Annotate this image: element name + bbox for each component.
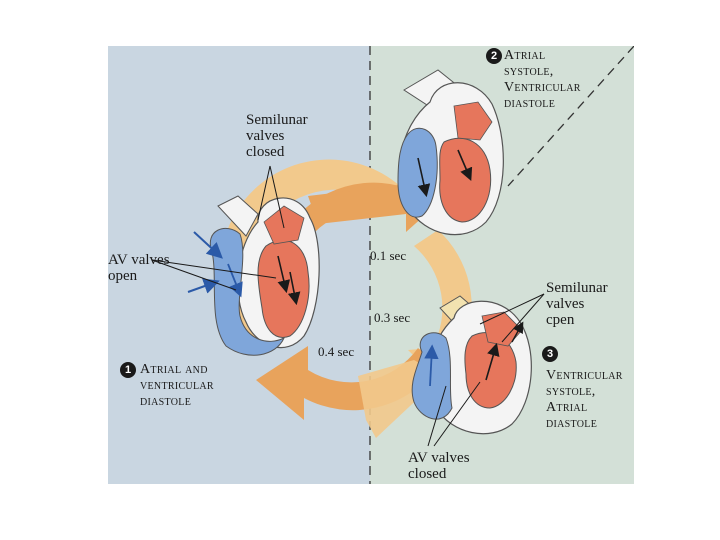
cardiac-cycle-diagram (108, 45, 635, 484)
time-label-0-4: 0.4 sec (318, 344, 355, 359)
heart-phase3 (411, 295, 532, 435)
time-label-0-1: 0.1 sec (370, 248, 407, 263)
leader-av-open-2 (151, 259, 277, 279)
leader-av-closed-2 (433, 381, 481, 447)
phase3-title: Ventricular systole, Atrial diastole (546, 368, 623, 431)
leader-av-open (151, 259, 237, 291)
leader-semilunar-open-2 (501, 293, 545, 343)
label-av-closed: AV valves closed (408, 450, 470, 482)
label-semilunar-open: Semilunar valves cpen (546, 280, 608, 328)
phase2-title: Atrial systole, Ventricular diastole (504, 48, 581, 111)
cardiac-cycle-figure: 2 Atrial systole, Ventricular diastole S… (108, 45, 635, 484)
leader-semilunar-open (479, 293, 545, 325)
leader-semilunar-closed (257, 165, 271, 221)
diagonal-dashed-divider (507, 45, 635, 187)
heart-phase1 (187, 195, 320, 356)
time-label-0-3: 0.3 sec (374, 310, 411, 325)
label-semilunar-closed: Semilunar valves closed (246, 112, 308, 160)
phase1-title: Atrial and ventricular diastole (140, 362, 214, 409)
phase1-number-badge: 1 (120, 362, 136, 378)
phase3-number-badge: 3 (542, 346, 558, 362)
phase2-number-badge: 2 (486, 48, 502, 64)
leader-av-closed (427, 385, 447, 447)
leader-semilunar-closed-2 (269, 165, 285, 229)
heart-phase2 (397, 69, 504, 236)
label-av-open: AV valves open (108, 252, 170, 284)
